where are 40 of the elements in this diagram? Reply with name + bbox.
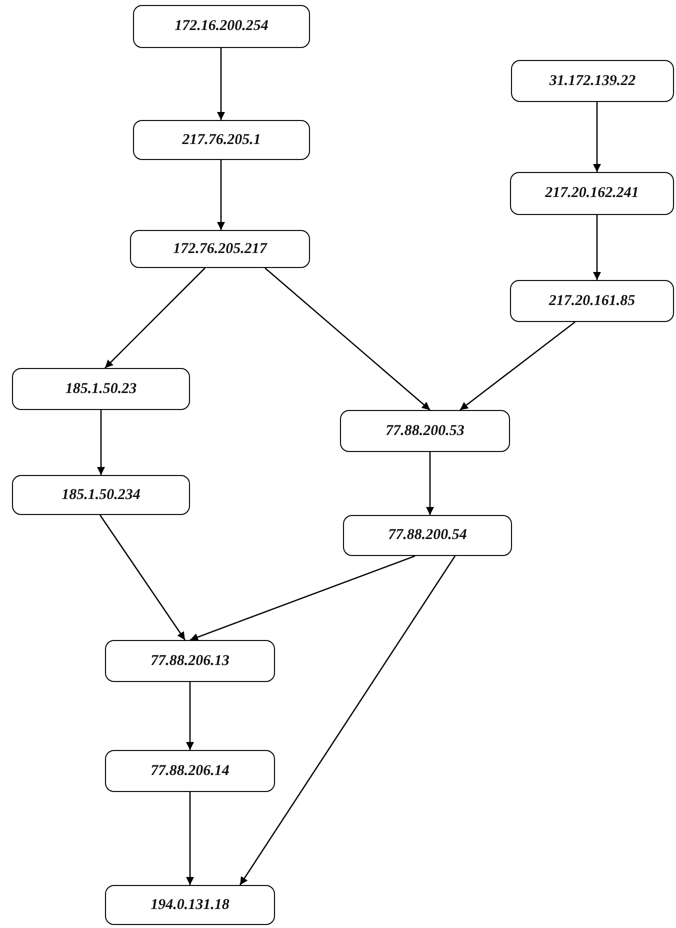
arrow (426, 452, 434, 515)
address-box (510, 280, 674, 322)
address-box (511, 60, 674, 102)
address-box (510, 172, 674, 215)
arrow (97, 410, 105, 475)
arrow (239, 556, 456, 886)
arrow (264, 268, 430, 410)
ip-address: 77.88.200.53 (386, 422, 464, 440)
ip-address: 31.172.139.22 (549, 72, 636, 90)
arrow (217, 48, 225, 120)
arrow (186, 792, 194, 885)
arrow (190, 555, 416, 641)
address-box (130, 230, 310, 268)
address-box (340, 410, 510, 452)
arrow (104, 268, 206, 368)
arrow (593, 215, 601, 280)
ip-address: 217.20.161.85 (548, 292, 636, 310)
ip-address: 77.88.206.13 (150, 652, 230, 670)
arrow (186, 682, 194, 750)
address-box (105, 885, 275, 925)
ip-address: 217.20.162.241 (545, 185, 639, 202)
address-box (12, 368, 190, 410)
arrow (217, 160, 225, 230)
address-box (133, 120, 310, 160)
address-box (133, 5, 310, 48)
address-box (12, 475, 190, 515)
ip-address: 217.76.205.1 (182, 132, 261, 148)
ip-address: 77.88.200.54 (388, 527, 467, 544)
address-box (105, 750, 275, 792)
ip-address: 172.76.205.217 (173, 240, 267, 258)
arrow (460, 321, 576, 411)
address-box (343, 515, 512, 556)
address-box (105, 640, 275, 682)
ip-address: 185.1.50.23 (65, 380, 137, 398)
arrow (99, 514, 186, 640)
ip-address: 185.1.50.234 (62, 486, 140, 504)
ip-address: 172.16.200.254 (174, 18, 268, 35)
arrow (593, 102, 601, 172)
ip-address: 194.0.131.18 (150, 896, 230, 914)
ip-address: 77.88.206.14 (150, 762, 230, 780)
